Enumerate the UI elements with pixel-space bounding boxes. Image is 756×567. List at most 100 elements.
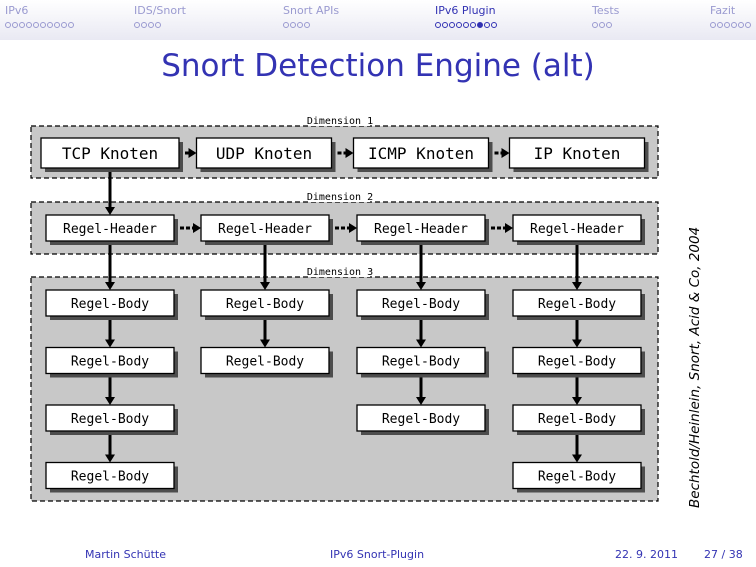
nav-dots[interactable] — [710, 18, 752, 28]
rule-body-box — [200, 289, 330, 317]
rule-body-box-label: Regel-Body — [226, 355, 304, 370]
nav-section-ipv6-plugin[interactable]: IPv6 Plugin — [435, 4, 498, 28]
nav-dot[interactable] — [449, 22, 455, 28]
slide-title: Snort Detection Engine (alt) — [161, 48, 595, 84]
nav-section-label: IPv6 Plugin — [435, 4, 496, 17]
nav-section-fazit[interactable]: Fazit — [710, 4, 752, 28]
rule-header-box — [512, 214, 642, 242]
nav-dot[interactable] — [710, 22, 716, 28]
arrowhead — [416, 397, 426, 405]
nav-dot[interactable] — [141, 22, 147, 28]
dimension-label: Dimension 3 — [307, 267, 373, 278]
nav-dot[interactable] — [592, 22, 598, 28]
nav-dot[interactable] — [134, 22, 140, 28]
rule-body-box — [45, 461, 175, 490]
arrowhead — [416, 282, 426, 290]
nav-dot[interactable] — [40, 22, 46, 28]
rule-body-box-label: Regel-Body — [382, 297, 460, 312]
rule-body-box — [45, 346, 175, 375]
nav-section-label: Snort APIs — [283, 4, 340, 17]
nav-dot[interactable] — [599, 22, 605, 28]
nav-dot[interactable] — [148, 22, 154, 28]
nav-dot[interactable] — [456, 22, 462, 28]
rule-body-box — [45, 289, 175, 317]
nav-dot[interactable] — [745, 22, 751, 28]
arrowhead — [501, 148, 510, 158]
rule-body-box — [45, 404, 175, 432]
nav-dot[interactable] — [54, 22, 60, 28]
rule-body-box — [200, 346, 330, 375]
nav-dot[interactable] — [47, 22, 53, 28]
arrowhead — [105, 339, 115, 348]
nav-dot[interactable] — [12, 22, 18, 28]
nav-dot[interactable] — [5, 22, 11, 28]
rule-body-box — [512, 404, 642, 432]
nav-dots[interactable] — [134, 18, 186, 28]
nav-dot[interactable] — [463, 22, 469, 28]
nav-dot[interactable] — [606, 22, 612, 28]
rule-body-box — [356, 289, 486, 317]
rule-body-box-label: Regel-Body — [382, 412, 460, 427]
nav-dot[interactable] — [26, 22, 32, 28]
nav-dot[interactable] — [33, 22, 39, 28]
nav-dot[interactable] — [724, 22, 730, 28]
nav-dot[interactable] — [484, 22, 490, 28]
arrowhead — [572, 339, 582, 348]
dimension-label: Dimension 1 — [307, 116, 373, 127]
rule-body-box-label: Regel-Body — [71, 412, 149, 427]
nav-dot[interactable] — [731, 22, 737, 28]
rule-body-box-label: Regel-Body — [382, 355, 460, 370]
nav-dots[interactable] — [283, 18, 339, 28]
nav-dot[interactable] — [290, 22, 296, 28]
citation: Bechtold/Heinlein, Snort, Acid & Co, 200… — [687, 226, 703, 508]
protocol-node-box — [195, 137, 333, 169]
rule-header-box-label: Regel-Header — [530, 222, 624, 237]
rule-header-box — [200, 214, 330, 242]
rule-body-box — [512, 346, 642, 375]
protocol-node-box-label: TCP Knoten — [62, 144, 158, 163]
rule-header-box-label: Regel-Header — [374, 222, 468, 237]
arrowhead — [572, 454, 582, 463]
arrowhead — [345, 148, 354, 158]
nav-dot[interactable] — [19, 22, 25, 28]
nav-dot[interactable] — [738, 22, 744, 28]
nav-dots[interactable] — [435, 18, 498, 28]
arrowhead — [105, 397, 115, 405]
arrowhead — [105, 454, 115, 463]
nav-section-ipv6[interactable]: IPv6 — [5, 4, 75, 28]
rule-body-box-label: Regel-Body — [538, 412, 616, 427]
arrowhead — [505, 223, 513, 233]
nav-dot[interactable] — [283, 22, 289, 28]
arrowhead — [572, 282, 582, 290]
nav-dots[interactable] — [5, 18, 75, 28]
nav-dot[interactable] — [717, 22, 723, 28]
nav-dot[interactable] — [297, 22, 303, 28]
rule-header-box — [45, 214, 175, 242]
nav-dot[interactable] — [155, 22, 161, 28]
nav-dot[interactable] — [68, 22, 74, 28]
dimension-label: Dimension 2 — [307, 192, 373, 203]
rule-body-box — [512, 289, 642, 317]
nav-section-ids-snort[interactable]: IDS/Snort — [134, 4, 186, 28]
nav-dot-current[interactable] — [477, 22, 483, 28]
rule-body-box — [512, 461, 642, 490]
nav-dot[interactable] — [435, 22, 441, 28]
navigation-bar: IPv6 IDS/Snort Snort APIs IPv6 Plugin Te… — [0, 0, 756, 40]
nav-section-tests[interactable]: Tests — [592, 4, 619, 28]
arrowhead — [188, 148, 197, 158]
arrowhead — [105, 207, 115, 215]
nav-dot[interactable] — [304, 22, 310, 28]
nav-dot[interactable] — [470, 22, 476, 28]
nav-section-snort-apis[interactable]: Snort APIs — [283, 4, 340, 28]
rule-body-box — [356, 346, 486, 375]
nav-section-label: IDS/Snort — [134, 4, 186, 17]
protocol-node-box-label: IP Knoten — [534, 144, 621, 163]
footer-talk-title: IPv6 Snort-Plugin — [330, 548, 425, 561]
nav-dots[interactable] — [592, 18, 619, 28]
nav-dot[interactable] — [442, 22, 448, 28]
protocol-node-box-label: UDP Knoten — [216, 144, 312, 163]
nav-dot[interactable] — [491, 22, 497, 28]
nav-dot[interactable] — [61, 22, 67, 28]
rule-body-box — [356, 404, 486, 432]
